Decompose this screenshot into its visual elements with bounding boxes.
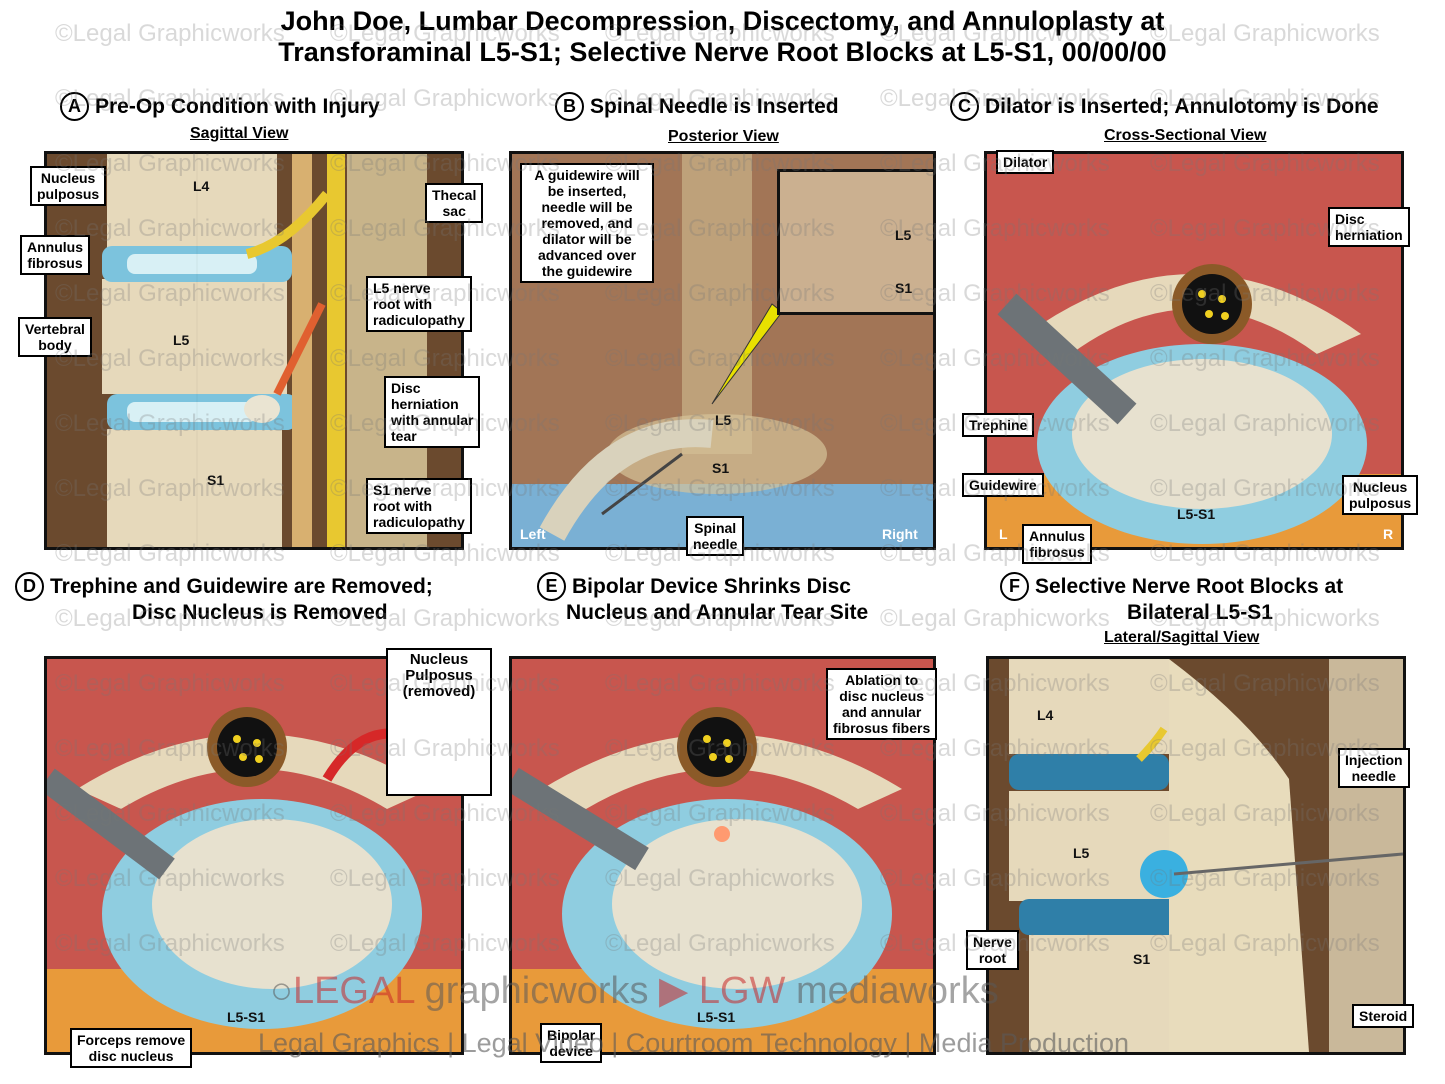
panel-e-heading: E Bipolar Device Shrinks Disc [537, 572, 851, 601]
label-steroid: Steroid [1352, 1004, 1415, 1028]
label-forceps: Forceps remove disc nucleus [70, 1028, 193, 1068]
label-bipolar-device: Bipolar device [540, 1023, 603, 1063]
label-l5-nerve-root: L5 nerve root with radiculopathy [366, 276, 472, 332]
panel-f-heading: F Selective Nerve Root Blocks at [1000, 572, 1343, 601]
panel-b-letter: B [555, 92, 584, 121]
label-level: L5-S1 [1177, 506, 1216, 522]
lateral-spine-illustration [989, 659, 1403, 1052]
label-spinal-needle: Spinal needle [686, 516, 745, 556]
panel-a-illustration: L4 L5 S1 [44, 151, 464, 550]
panel-e-illustration: L5-S1 [509, 656, 936, 1055]
panel-e-title-1: Bipolar Device Shrinks Disc [572, 574, 851, 598]
panel-c-view: Cross-Sectional View [1104, 127, 1267, 144]
cross-section-illustration [987, 154, 1401, 547]
panel-c-title: Dilator is Inserted; Annulotomy is Done [985, 94, 1379, 118]
panel-d-letter: D [15, 572, 44, 601]
brand-lgw: LGW [688, 970, 786, 1012]
watermark-text: ©Legal Graphicworks [880, 605, 1110, 632]
panel-f-letter: F [1000, 572, 1029, 601]
page-title: John Doe, Lumbar Decompression, Discecto… [0, 6, 1445, 68]
play-icon: ▶ [659, 970, 689, 1012]
label-l5: L5 [173, 332, 190, 348]
panel-e-letter: E [537, 572, 566, 601]
footer-brand: ○LEGAL graphicworks ▶ LGW mediaworks [270, 968, 999, 1013]
label-disc-herniation: Disc herniation [1328, 207, 1410, 247]
label-injection-needle: Injection needle [1338, 748, 1410, 788]
label-level: L5-S1 [697, 1009, 736, 1025]
label-right: Right [882, 526, 918, 542]
label-s1: S1 [1133, 951, 1151, 967]
brand-legal: LEGAL [292, 970, 415, 1012]
label-left: Left [520, 526, 546, 542]
label-guidewire: Guidewire [962, 473, 1044, 497]
inset-closeup: L5 S1 [777, 169, 933, 315]
inset-label-s1: S1 [895, 280, 913, 296]
label-annulus-fibrosus: Annulus fibrosus [1022, 524, 1092, 564]
footer-services: Legal Graphics | Legal Video | Courtroom… [258, 1028, 1130, 1058]
label-s1: S1 [712, 460, 730, 476]
panel-f-view: Lateral/Sagittal View [1104, 629, 1260, 646]
panel-e-title-2: Nucleus and Annular Tear Site [566, 601, 869, 624]
bipolar-ablation-illustration [512, 659, 933, 1052]
label-s1: S1 [207, 472, 225, 488]
panel-b-view: Posterior View [668, 128, 779, 145]
label-s1-nerve-root: S1 nerve root with radiculopathy [366, 478, 472, 534]
label-nucleus-removed: Nucleus Pulposus (removed) [386, 648, 492, 796]
inset-label-l5: L5 [895, 227, 912, 243]
panel-b-title: Spinal Needle is Inserted [590, 94, 839, 118]
panel-f-illustration: L4 L5 S1 [986, 656, 1406, 1055]
panel-a-view: Sagittal View [190, 125, 289, 142]
title-line-1: John Doe, Lumbar Decompression, Discecto… [280, 6, 1165, 36]
brand-mediaworks: mediaworks [785, 970, 999, 1012]
panel-f-heading-2: Bilateral L5-S1 [1127, 601, 1273, 625]
label-nucleus-pulposus: Nucleus pulposus [1342, 475, 1419, 515]
panel-d-heading: D Trephine and Guidewire are Removed; [15, 572, 433, 601]
panel-d-heading-2: Disc Nucleus is Removed [132, 601, 388, 625]
panel-e-heading-2: Nucleus and Annular Tear Site [566, 601, 868, 625]
label-annulus-fibrosus: Annulus fibrosus [20, 235, 90, 275]
label-l5: L5 [1073, 845, 1090, 861]
label-left-l: L [999, 526, 1008, 542]
label-disc-herniation: Disc herniation with annular tear [384, 376, 481, 448]
panel-a-heading: A Pre-Op Condition with Injury [60, 92, 380, 121]
panel-d-illustration: L5-S1 [44, 656, 464, 1055]
spine-sagittal-illustration [47, 154, 461, 547]
panel-c-illustration: L5-S1 L R [984, 151, 1404, 550]
panel-f-title-2: Bilateral L5-S1 [1127, 601, 1273, 624]
panel-a-letter: A [60, 92, 89, 121]
label-guidewire-note: A guidewire will be inserted, needle wil… [520, 163, 654, 283]
label-nerve-root: Nerve root [966, 930, 1019, 970]
label-dilator: Dilator [996, 150, 1055, 174]
label-l5: L5 [715, 412, 732, 428]
panel-c-heading: C Dilator is Inserted; Annulotomy is Don… [950, 92, 1379, 121]
title-line-2: Transforaminal L5-S1; Selective Nerve Ro… [278, 37, 1167, 67]
brand-logo-icon: ○ [270, 970, 293, 1012]
label-vertebral-body: Vertebral body [18, 317, 92, 357]
label-right-r: R [1383, 526, 1394, 542]
label-level: L5-S1 [227, 1009, 266, 1025]
panel-d-title-2: Disc Nucleus is Removed [132, 601, 388, 624]
label-trephine: Trephine [962, 413, 1035, 437]
label-l4: L4 [193, 178, 210, 194]
panel-c-letter: C [950, 92, 979, 121]
brand-graphicworks: graphicworks [414, 970, 649, 1012]
label-nucleus-pulposus: Nucleus pulposus [30, 166, 107, 206]
label-l4: L4 [1037, 707, 1054, 723]
label-thecal-sac: Thecal sac [425, 183, 484, 223]
panel-f-title-1: Selective Nerve Root Blocks at [1035, 574, 1344, 598]
panel-d-title-1: Trephine and Guidewire are Removed; [50, 574, 433, 598]
panel-a-title: Pre-Op Condition with Injury [95, 94, 380, 118]
label-ablation: Ablation to disc nucleus and annular fib… [826, 668, 938, 740]
panel-b-heading: B Spinal Needle is Inserted [555, 92, 839, 121]
